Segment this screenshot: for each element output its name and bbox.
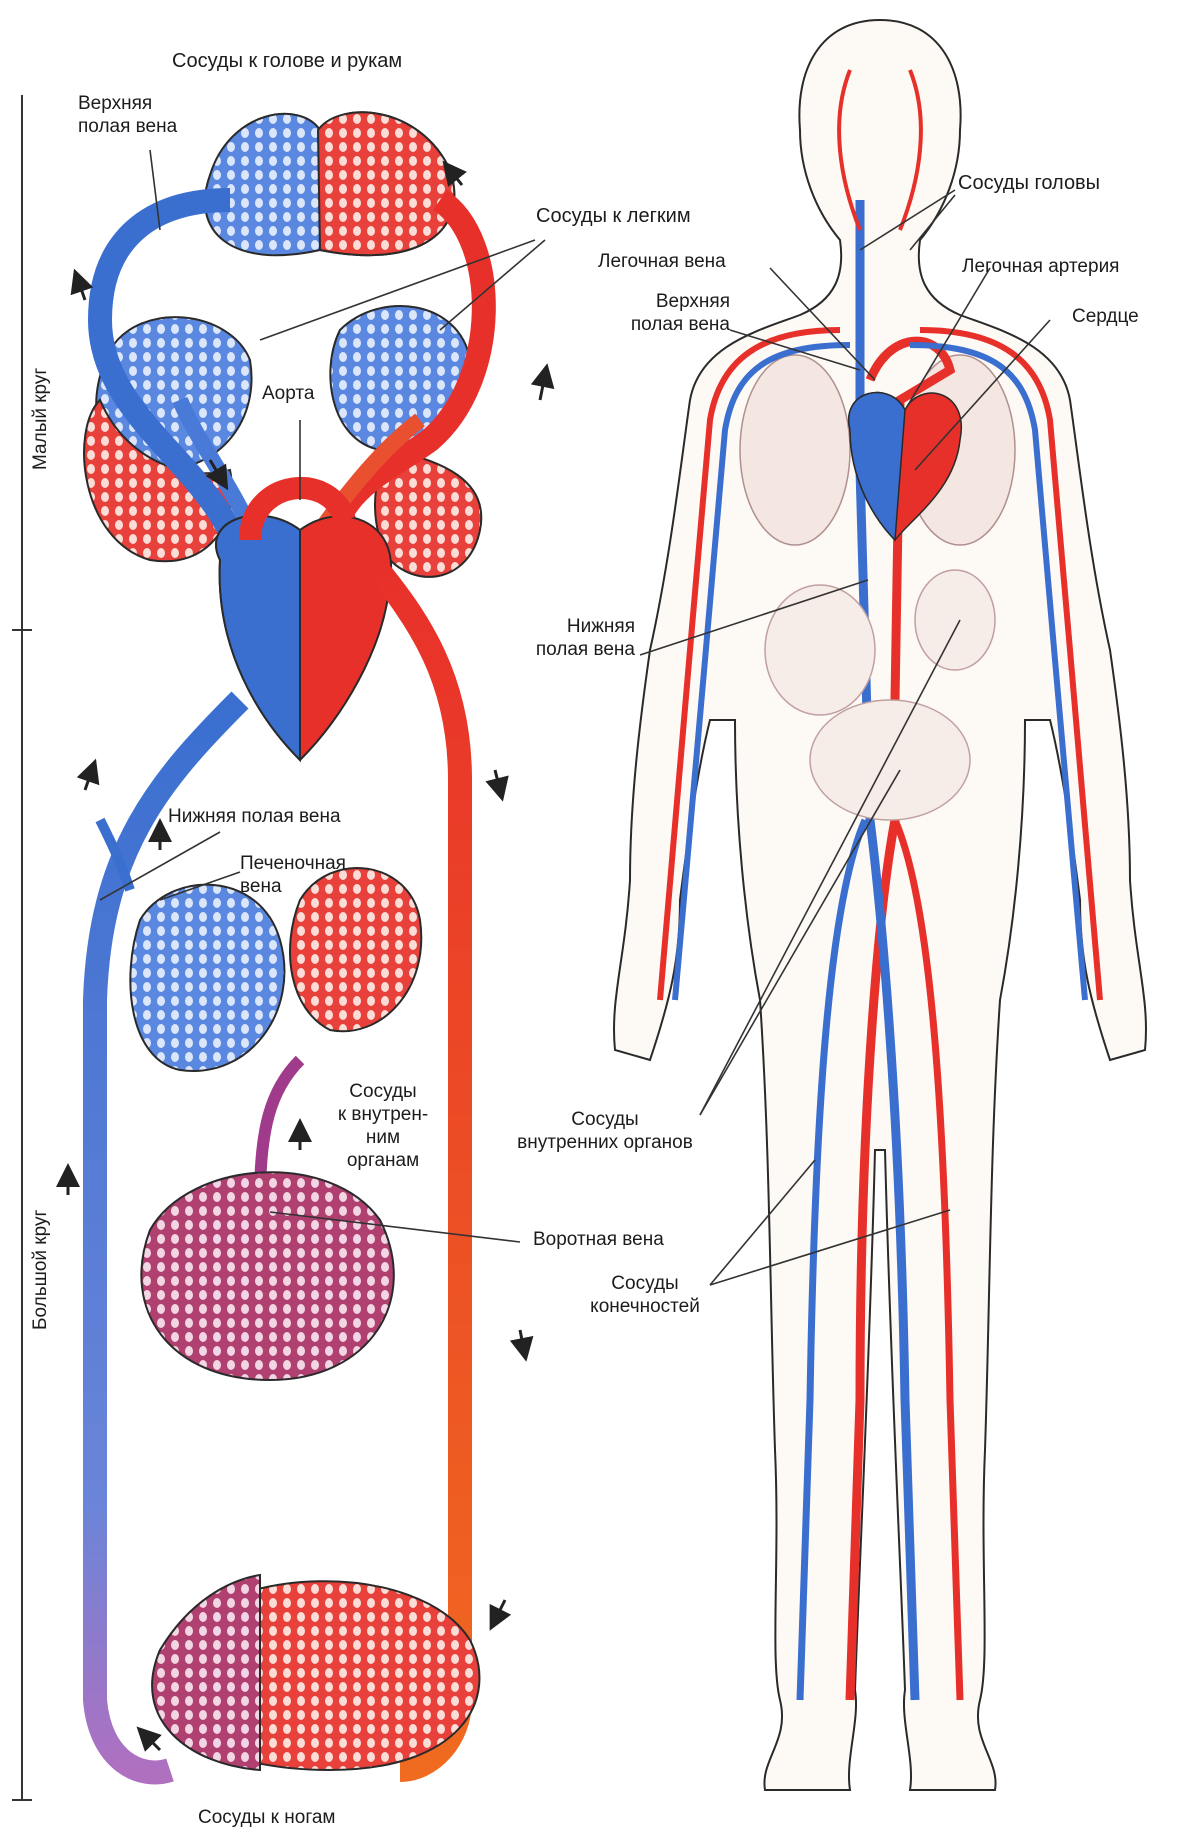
label-body-inferior-vena-cava: Нижняя полая вена <box>510 615 635 661</box>
label-inferior-vena-cava: Нижняя полая вена <box>168 805 341 828</box>
label-aorta: Аорта <box>262 382 314 405</box>
label-pulmonary-vein: Легочная вена <box>598 250 726 273</box>
label-internal-organs: Сосуды внутренних органов <box>505 1108 705 1154</box>
label-small-circle: Малый круг <box>30 368 52 470</box>
label-head-vessels: Сосуды головы <box>958 172 1100 195</box>
head-capillary-network-arterial <box>318 112 454 255</box>
organ-stomach <box>915 570 995 670</box>
label-pulmonary-artery: Легочная артерия <box>962 255 1119 278</box>
flow-arrow <box>78 280 85 300</box>
flow-arrow <box>520 1330 524 1350</box>
organ-intestines <box>810 700 970 820</box>
flow-arrow <box>495 1600 505 1620</box>
label-vessels-head-arms: Сосуды к голове и рукам <box>172 50 402 73</box>
label-lung-vessels: Сосуды к легким <box>536 205 691 228</box>
flow-arrow <box>495 770 500 790</box>
circulation-scheme <box>12 95 545 1800</box>
label-body-superior-vena-cava: Верхняя полая вена <box>610 290 730 336</box>
legs-capillary-network-venous <box>152 1575 260 1770</box>
label-internal-organ-vessels: Сосуды к внутрен- ним органам <box>318 1080 448 1172</box>
liver-capillaries <box>130 885 284 1071</box>
flow-arrow <box>540 375 545 400</box>
flow-arrow <box>85 770 92 790</box>
human-body-figure <box>614 20 1146 1790</box>
label-vessels-legs: Сосуды к ногам <box>198 1806 335 1829</box>
label-hepatic-vein: Печеночная вена <box>240 852 346 898</box>
label-portal-vein: Воротная вена <box>533 1228 664 1251</box>
label-superior-vena-cava: Верхняя полая вена <box>78 92 177 138</box>
label-limb-vessels: Сосуды конечностей <box>580 1272 710 1318</box>
organ-liver <box>765 585 875 715</box>
flow-arrow <box>145 1735 160 1750</box>
label-large-circle: Большой круг <box>30 1210 52 1330</box>
internal-organ-capillaries <box>141 1172 393 1380</box>
lung-left <box>740 355 850 545</box>
label-heart: Сердце <box>1072 305 1139 328</box>
